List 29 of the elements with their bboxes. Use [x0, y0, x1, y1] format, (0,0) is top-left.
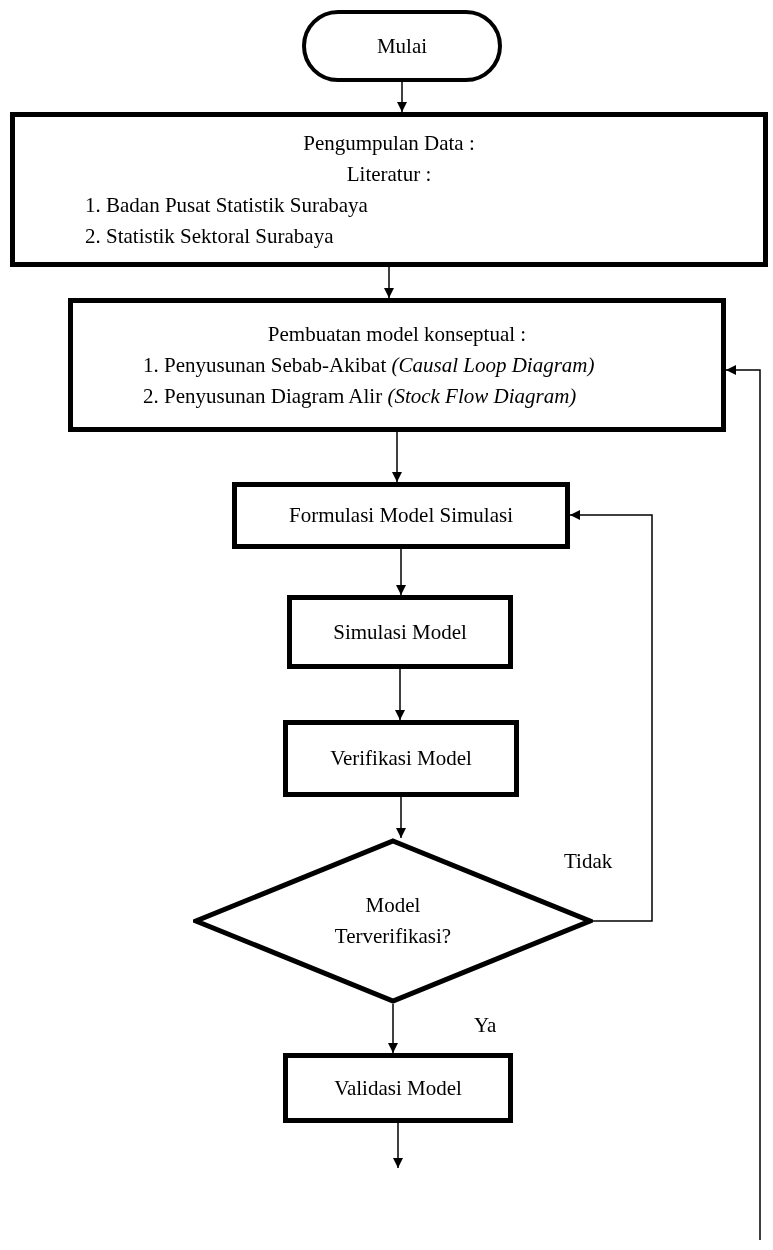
- list-item: 2. Penyusunan Diagram Alir (Stock Flow Diagram): [142, 382, 577, 410]
- list-item: 1. Penyusunan Sebab-Akibat (Causal Loop Diagram): [142, 351, 595, 379]
- process-box: [232, 482, 570, 549]
- arrow: [384, 266, 394, 299]
- process-box: [287, 595, 513, 669]
- arrow: [392, 431, 402, 483]
- list-item: 2. Statistik Sektoral Surabaya: [84, 222, 334, 250]
- arrow: [569, 510, 653, 922]
- node-text: Formulasi Model Simulasi: [289, 502, 513, 529]
- process-box: [283, 1053, 513, 1123]
- node-text: Model Terverifikasi?: [333, 892, 453, 950]
- arrow: [397, 81, 407, 113]
- list-item: 1. Badan Pusat Statistik Surabaya: [84, 191, 368, 219]
- arrow: [396, 796, 406, 839]
- node-text: Literatur :: [346, 160, 432, 188]
- node-text: Mulai: [376, 32, 428, 60]
- node-text: Verifikasi Model: [330, 745, 472, 772]
- node-text: Simulasi Model: [333, 618, 467, 646]
- node-text: Pengumpulan Data :: [303, 129, 475, 157]
- arrow: [395, 668, 405, 721]
- node-text: Pembuatan model konseptual :: [267, 320, 527, 348]
- arrow: [396, 548, 406, 596]
- process-box: [10, 112, 768, 267]
- process-box: [283, 720, 519, 797]
- arrow: [725, 365, 761, 1241]
- node-text: Validasi Model: [334, 1074, 462, 1102]
- process-box: [68, 298, 726, 432]
- arrow: [393, 1122, 403, 1169]
- arrow: [388, 1003, 398, 1054]
